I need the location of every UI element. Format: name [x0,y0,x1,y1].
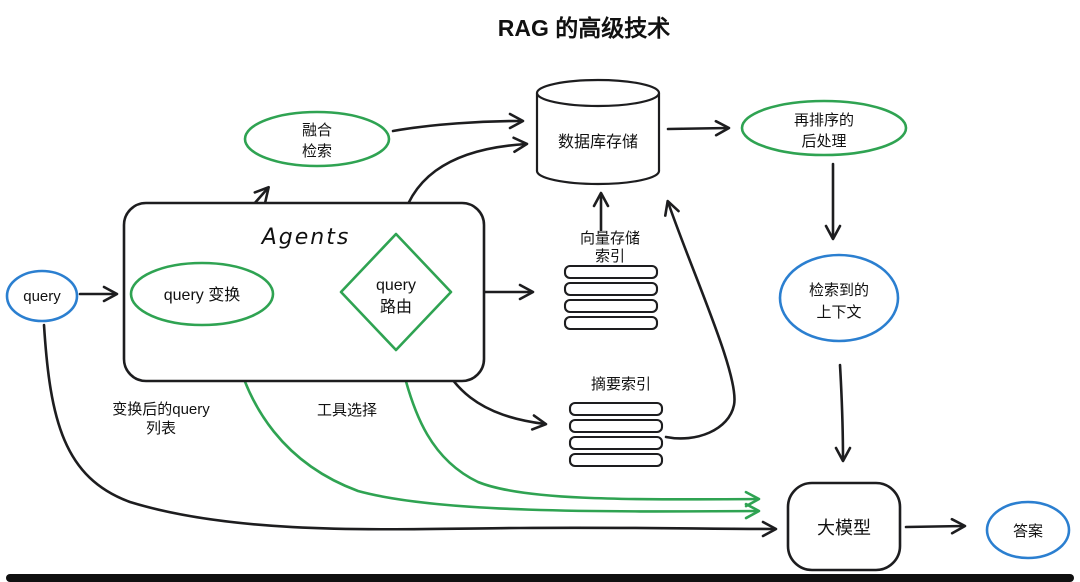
diagram-title: RAG 的高级技术 [498,15,671,41]
llm-node [786,481,902,572]
query-router-label-line1: query [376,277,416,294]
query-router-label-line2: 路由 [380,298,412,316]
database-label: 数据库存储 [558,133,638,151]
query-label: query [23,288,61,305]
tool-selection-label: 工具选择 [317,402,377,419]
query-transform-node [129,261,275,327]
rerank-node [740,99,908,157]
summary-index-bar [568,435,664,451]
transformed-query-list-label-line1: 变换后的query [112,401,210,418]
query-router-node [339,232,453,352]
database-node: 数据库存储 [535,78,661,186]
rerank-label-line2: 后处理 [801,133,846,150]
llm-label: 大模型 [817,518,871,538]
vector-index-bar [563,298,659,314]
green-arrow-llm-query-router [396,363,761,508]
summary-index-bar [568,418,664,434]
answer-node [985,500,1071,560]
fusion-retrieval-label-line2: 检索 [302,143,332,160]
fusion-retrieval-label-line1: 融合 [302,122,332,139]
query-node [5,269,79,323]
fusion-retrieval-node [243,110,391,168]
rerank-label-line1: 再排序的 [794,112,854,129]
answer-label: 答案 [1013,522,1043,540]
arrow-fusion-to-database [391,112,525,133]
arrow-database-to-rerank [666,119,731,137]
arrow-context-to-llm [834,363,852,463]
arrow-query-to-llm [42,323,778,538]
transformed-query-list-label-line2: 列表 [146,420,176,437]
summary-index-bar [568,401,664,417]
vector-index-bar [563,264,659,280]
retrieved-context-node [778,253,900,343]
arrow-summary-index-to-database [663,199,736,440]
retrieved-context-label-line2: 上下文 [816,304,861,321]
query-transform-label: query 变换 [164,286,240,304]
bottom-edge-bar [6,574,1074,582]
retrieved-context-label-line1: 检索到的 [809,282,869,299]
green-arrow-llm-query-transform [228,343,761,520]
summary-index-label: 摘要索引 [591,375,651,393]
vector-index-bar [563,281,659,297]
vector-index-label-line1: 向量存储 [580,230,640,247]
vector-index-label-line2: 索引 [595,248,625,265]
summary-index: 摘要索引 [568,375,664,468]
vector-index: 向量存储 索引 [563,230,659,331]
agents-box-label: Agents [260,225,351,250]
summary-index-bar [568,452,664,468]
arrow-llm-to-answer [904,517,967,535]
vector-index-bar [563,315,659,331]
